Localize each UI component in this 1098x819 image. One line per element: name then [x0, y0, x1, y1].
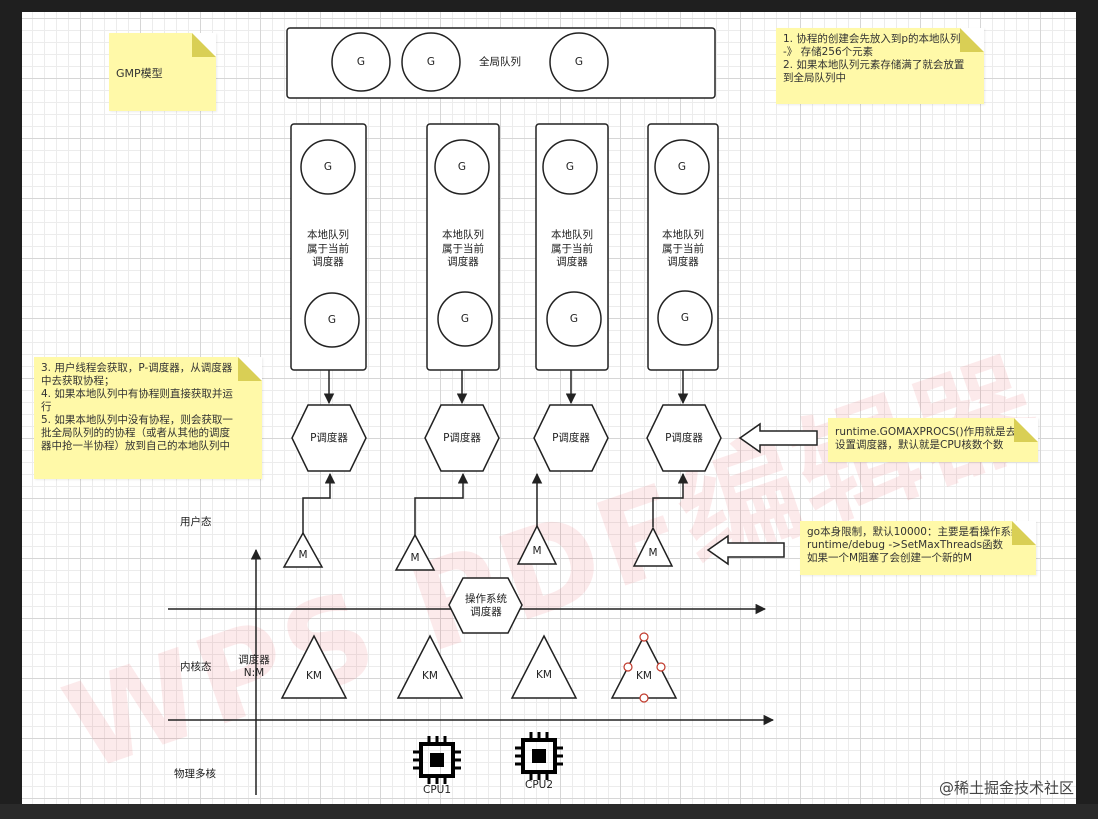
p-scheduler-label-3: P调度器 [552, 432, 590, 444]
km-thread-triangle-2[interactable] [396, 634, 464, 699]
arrow-m-to-p-4 [652, 472, 689, 527]
local-g-bottom-label-2: G [460, 313, 470, 325]
global-g-circle-1[interactable] [331, 32, 391, 92]
local-g-top-2[interactable] [434, 139, 490, 195]
m-thread-label-2: M [410, 552, 420, 564]
local-g-top-1[interactable] [300, 139, 356, 195]
m-thread-label-3: M [532, 545, 542, 557]
hollow-arrow-max-threads [706, 534, 785, 566]
km-thread-triangle-3[interactable] [510, 634, 578, 699]
hollow-arrow-gomaxprocs [738, 422, 818, 454]
p-scheduler-hex-3[interactable] [533, 404, 609, 472]
note-gmp-title[interactable]: GMP模型 [109, 33, 216, 111]
note-scheduling-steps[interactable]: 3. 用户线程会获取，P-调度器，从调度器 中去获取协程； 4. 如果本地队列中… [34, 357, 262, 479]
kernel-mode-label: 内核态 [180, 661, 212, 673]
global-g-circle-2[interactable] [401, 32, 461, 92]
selection-handle-bottom[interactable] [639, 693, 649, 703]
p-scheduler-hex-1[interactable] [291, 404, 367, 472]
m-thread-triangle-3[interactable] [516, 524, 558, 565]
p-scheduler-hex-4[interactable] [646, 404, 722, 472]
local-queue-label-4: 本地队列 属于当前 调度器 [662, 229, 704, 268]
km-thread-label-2: KM [422, 670, 438, 682]
os-scheduler-hex[interactable] [448, 577, 523, 634]
p-scheduler-label-4: P调度器 [665, 432, 703, 444]
p-scheduler-label-1: P调度器 [310, 432, 348, 444]
user-mode-label: 用户态 [180, 516, 212, 528]
os-scheduler-label: 操作系统 调度器 [465, 593, 507, 618]
local-g-bottom-label-3: G [569, 313, 579, 325]
local-g-bottom-1[interactable] [304, 292, 360, 348]
m-thread-label-4: M [648, 547, 658, 559]
local-queue-label-2: 本地队列 属于当前 调度器 [442, 229, 484, 268]
local-g-top-label-3: G [565, 161, 575, 173]
selection-handle-top[interactable] [639, 632, 649, 642]
credit-text: @稀土掘金技术社区 [938, 779, 1074, 797]
local-g-top-3[interactable] [542, 139, 598, 195]
local-g-bottom-label-1: G [327, 314, 337, 326]
local-g-bottom-4[interactable] [657, 290, 713, 346]
p-scheduler-label-2: P调度器 [443, 432, 481, 444]
m-thread-triangle-4[interactable] [632, 526, 674, 567]
local-queue-label-1: 本地队列 属于当前 调度器 [307, 229, 349, 268]
p-scheduler-hex-2[interactable] [424, 404, 500, 472]
global-g-label-3: G [574, 56, 584, 68]
km-thread-triangle-4[interactable] [610, 634, 678, 699]
km-thread-label-4: KM [636, 670, 652, 682]
cpu-label-1: CPU1 [422, 784, 452, 796]
m-thread-triangle-2[interactable] [394, 533, 436, 571]
arrow-m-to-p-2 [414, 472, 469, 535]
note-max-threads[interactable]: go本身限制，默认10000：主要是看操作系统 runtime/debug ->… [800, 521, 1036, 575]
local-g-top-label-4: G [677, 161, 687, 173]
global-g-circle-3[interactable] [549, 32, 609, 92]
km-thread-label-3: KM [536, 669, 552, 681]
local-g-top-label-1: G [323, 161, 333, 173]
km-thread-label-1: KM [306, 670, 322, 682]
cpu-label-2: CPU2 [524, 779, 554, 791]
local-g-top-4[interactable] [654, 139, 710, 195]
arrow-m-to-p-1 [302, 472, 336, 535]
local-g-bottom-2[interactable] [437, 291, 493, 347]
global-g-label-2: G [426, 56, 436, 68]
local-g-bottom-3[interactable] [546, 291, 602, 347]
note-queue-rules[interactable]: 1. 协程的创建会先放入到p的本地队列 -》 存储256个元素 2. 如果本地队… [776, 28, 984, 104]
global-queue-label: 全局队列 [479, 56, 521, 68]
selection-handle-right[interactable] [656, 662, 666, 672]
m-thread-triangle-1[interactable] [282, 531, 324, 568]
cpu-chip-icon-1 [413, 736, 461, 784]
bottom-bar [0, 804, 1098, 819]
cpu-chip-icon-2 [515, 732, 563, 780]
global-queue-box[interactable] [286, 27, 716, 99]
km-thread-triangle-1[interactable] [280, 634, 348, 699]
m-thread-label-1: M [298, 549, 308, 561]
local-g-top-label-2: G [457, 161, 467, 173]
global-g-label-1: G [356, 56, 366, 68]
scheduler-ratio-label: 调度器 N:M [238, 654, 270, 679]
note-gomaxprocs[interactable]: runtime.GOMAXPROCS()作用就是去 设置调度器，默认就是CPU核… [828, 418, 1038, 462]
local-queue-label-3: 本地队列 属于当前 调度器 [551, 229, 593, 268]
local-g-bottom-label-4: G [680, 312, 690, 324]
physical-cores-label: 物理多核 [174, 768, 216, 780]
selection-handle-left[interactable] [623, 662, 633, 672]
